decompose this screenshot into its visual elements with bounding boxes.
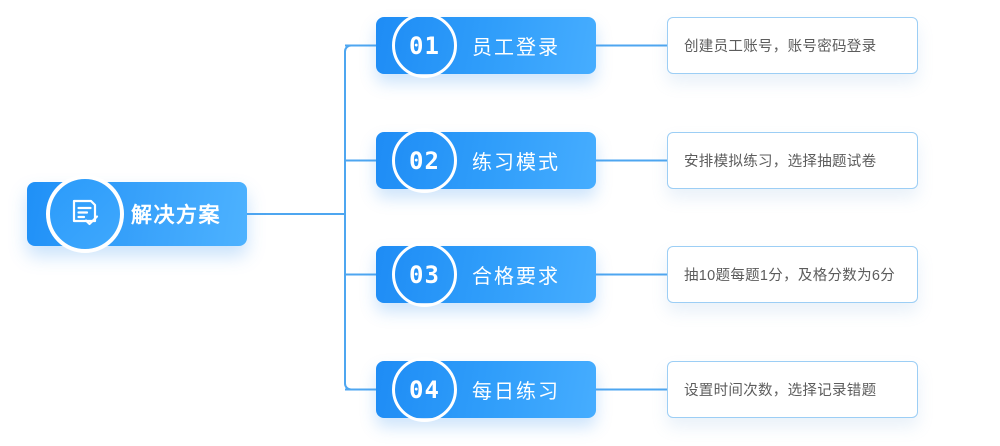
step-description-box-2[interactable]: 安排模拟练习，选择抽题试卷 (667, 132, 918, 189)
step-number-badge-2: 02 (392, 128, 457, 193)
step-number-badge-4: 04 (392, 357, 457, 422)
step-label-3: 合格要求 (472, 266, 560, 288)
step-label-4: 每日练习 (472, 381, 560, 403)
step-description-text-3: 抽10题每题1分，及格分数为6分 (684, 268, 896, 284)
step-description-text-1: 创建员工账号，账号密码登录 (684, 39, 877, 55)
step-node-3[interactable]: 03 合格要求 (376, 242, 596, 307)
step-description-box-4[interactable]: 设置时间次数，选择记录错题 (667, 361, 918, 418)
step-description-box-3[interactable]: 抽10题每题1分，及格分数为6分 (667, 246, 918, 303)
root-label: 解决方案 (131, 204, 221, 227)
step-description-text-4: 设置时间次数，选择记录错题 (684, 383, 877, 399)
document-check-icon (46, 175, 124, 253)
step-label-1: 员工登录 (472, 37, 560, 59)
root-node[interactable]: 解决方案 (27, 175, 247, 253)
step-description-box-1[interactable]: 创建员工账号，账号密码登录 (667, 17, 918, 74)
step-number-badge-3: 03 (392, 242, 457, 307)
step-description-text-2: 安排模拟练习，选择抽题试卷 (684, 154, 877, 170)
step-node-1[interactable]: 01 员工登录 (376, 13, 596, 78)
step-number-badge-1: 01 (392, 13, 457, 78)
step-node-2[interactable]: 02 练习模式 (376, 128, 596, 193)
step-label-2: 练习模式 (472, 152, 560, 174)
step-node-4[interactable]: 04 每日练习 (376, 357, 596, 422)
